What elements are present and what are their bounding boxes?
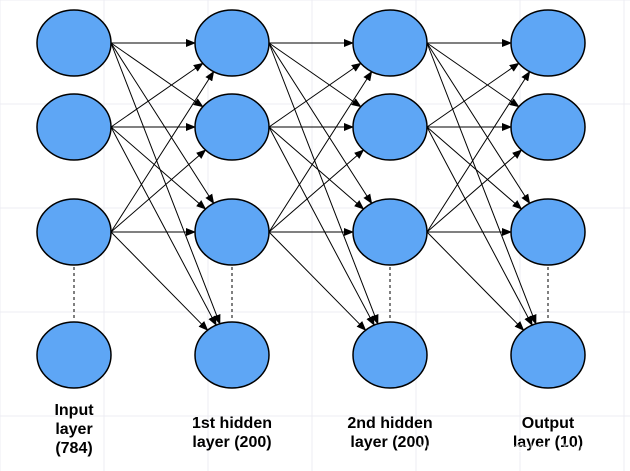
neuron-nodes [36, 9, 586, 389]
connection-arrow [110, 126, 217, 327]
connection-arrow [426, 126, 533, 327]
layer-label-line: (784) [55, 440, 92, 457]
connection-arrow [110, 42, 204, 108]
neuron-node-output [510, 93, 586, 161]
connection-arrow [426, 126, 523, 210]
connection-arrow [110, 126, 207, 210]
layer-label-line: Output [522, 415, 575, 432]
connection-arrow [268, 42, 379, 325]
connection-arrow [268, 149, 365, 233]
neuron-node-input [36, 9, 112, 77]
connection-arrow [426, 149, 523, 233]
layer-label-line: Input [54, 402, 94, 419]
watermark-text: https://blog.csdn.net/zhang_feng12489 [413, 441, 620, 455]
neuron-node-output [510, 321, 586, 389]
connection-arrow [110, 149, 207, 233]
connection-arrow [426, 231, 525, 331]
connection-arrow [426, 70, 531, 233]
neuron-node-hidden1 [194, 93, 270, 161]
layer-label-line: layer (10) [513, 434, 583, 451]
layer-label-line: layer [55, 421, 92, 438]
connection-arrow [426, 62, 520, 128]
connection-arrow [110, 42, 221, 325]
neuron-node-hidden2 [352, 9, 428, 77]
connection-arrow [268, 70, 373, 233]
connection-arrow [268, 126, 365, 210]
layer-label-output: Output layer (10) [513, 415, 583, 451]
connection-arrow [268, 42, 373, 205]
layer-label-hidden1: 1st hidden layer (200) [192, 415, 272, 451]
connection-arrow [426, 42, 520, 108]
neuron-node-input [36, 93, 112, 161]
connection-arrow [426, 42, 531, 205]
neuron-node-output [510, 9, 586, 77]
neuron-node-input [36, 321, 112, 389]
layer-label-line: layer (200) [192, 434, 271, 451]
neuron-node-hidden1 [194, 321, 270, 389]
layer-label-line: 2nd hidden [347, 415, 432, 432]
connection-arrow [110, 231, 209, 331]
neuron-node-input [36, 198, 112, 266]
connection-arrow [268, 126, 375, 327]
layer-label-input: Input layer (784) [54, 402, 94, 457]
neuron-node-hidden1 [194, 9, 270, 77]
ellipsis-markers [73, 267, 549, 320]
neuron-node-hidden2 [352, 321, 428, 389]
connection-arrow [110, 70, 215, 233]
connection-arrow [268, 231, 367, 331]
connection-arrow [110, 62, 204, 128]
neuron-node-hidden1 [194, 198, 270, 266]
connection-arrow [426, 42, 537, 325]
connection-arrow [268, 42, 362, 108]
connection-arrow [268, 62, 362, 128]
neuron-node-hidden2 [352, 93, 428, 161]
connection-arrows [110, 39, 537, 331]
layer-label-line: layer (200) [350, 434, 429, 451]
layer-label-hidden2: 2nd hidden layer (200) [347, 415, 432, 451]
neuron-node-output [510, 198, 586, 266]
connection-arrow [110, 42, 215, 205]
neuron-node-hidden2 [352, 198, 428, 266]
layer-label-line: 1st hidden [192, 415, 272, 432]
